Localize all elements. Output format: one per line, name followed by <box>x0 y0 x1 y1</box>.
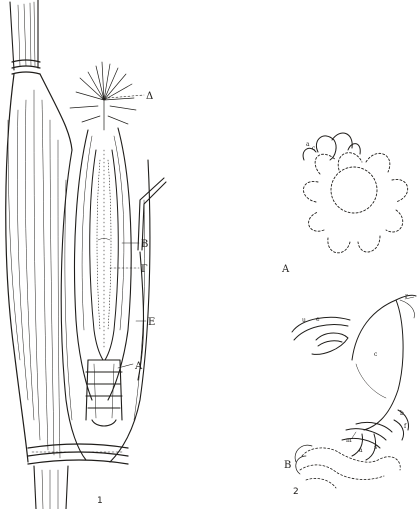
caption-figure-2: 2 <box>293 487 299 497</box>
flower-body <box>90 150 119 360</box>
label-e-small: e <box>316 316 320 323</box>
label-s: s <box>374 444 377 451</box>
caption-figure-1: 1 <box>97 496 103 506</box>
label-b-fig2: B <box>284 460 291 471</box>
label-b-small: b <box>400 410 404 417</box>
label-a-top: a <box>306 141 310 148</box>
figure-1-drawing <box>6 0 166 509</box>
rosette-diagram <box>303 153 407 253</box>
floral-diagram-lower <box>292 295 416 488</box>
leader-lines-fig1 <box>108 95 146 368</box>
label-delta: Δ <box>146 91 153 102</box>
label-m: m <box>346 437 352 444</box>
label-f: f <box>404 423 407 430</box>
label-r: r <box>405 293 408 300</box>
label-b: B <box>141 239 148 250</box>
label-a-fig2: A <box>281 264 290 275</box>
inner-bract <box>61 150 150 462</box>
culm-lower <box>34 466 68 509</box>
label-c-mid: c <box>374 351 378 358</box>
label-u: u <box>302 317 306 324</box>
label-g: Г <box>141 264 148 275</box>
label-a-fig1: A <box>134 361 143 372</box>
awn <box>138 178 166 380</box>
leader-lines-fig2 <box>352 297 414 438</box>
stigma-brush <box>70 62 136 130</box>
label-e: E <box>148 317 155 328</box>
rachilla-base <box>86 360 122 426</box>
figure-2-drawing <box>292 133 416 488</box>
label-a-low: a <box>359 447 363 454</box>
